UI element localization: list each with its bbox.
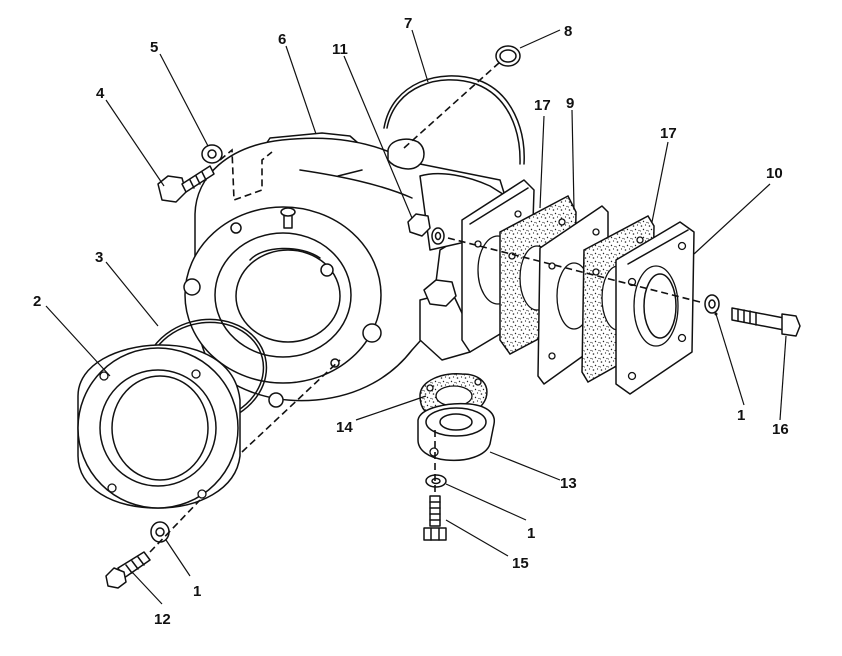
callout-2: 2 — [33, 293, 41, 310]
o-ring-part-7 — [383, 75, 525, 165]
leader-lines — [45, 29, 787, 605]
callout-14: 14 — [336, 419, 353, 436]
bolt-part-15 — [423, 495, 447, 541]
callout-8: 8 — [564, 23, 572, 40]
callout-17: 17 — [534, 97, 551, 114]
adapter-part-13 — [417, 402, 496, 462]
callout-labels: 1 1 1 2 3 4 5 6 7 8 9 10 11 12 13 14 15 … — [33, 15, 789, 628]
callout-17: 17 — [660, 125, 677, 142]
callout-3: 3 — [95, 249, 103, 266]
plug-part-8 — [495, 45, 521, 67]
nut-washer-part-11 — [407, 213, 445, 245]
washer-part-1-right — [704, 294, 720, 314]
callout-4: 4 — [96, 85, 105, 102]
flange-part-10 — [615, 221, 695, 395]
callout-13: 13 — [560, 475, 577, 492]
callout-7: 7 — [404, 15, 412, 32]
callout-6: 6 — [278, 31, 286, 48]
callout-10: 10 — [766, 165, 783, 182]
callout-1: 1 — [193, 583, 201, 600]
callout-15: 15 — [512, 555, 529, 572]
callout-11: 11 — [332, 41, 348, 58]
callout-5: 5 — [150, 39, 158, 56]
callout-16: 16 — [772, 421, 789, 438]
washer-part-1-bottom — [425, 474, 447, 488]
bolt-part-12 — [105, 551, 151, 589]
callout-12: 12 — [154, 611, 171, 628]
housing-part-6 — [183, 132, 507, 408]
washer-part-1-left — [150, 521, 170, 543]
washer-part-5 — [201, 144, 223, 164]
ring-flange-part-2 — [77, 344, 241, 509]
callout-1: 1 — [737, 407, 745, 424]
callout-1: 1 — [527, 525, 535, 542]
bolt-part-4 — [157, 165, 215, 203]
bolt-part-16 — [731, 307, 801, 337]
callout-9: 9 — [566, 95, 574, 112]
